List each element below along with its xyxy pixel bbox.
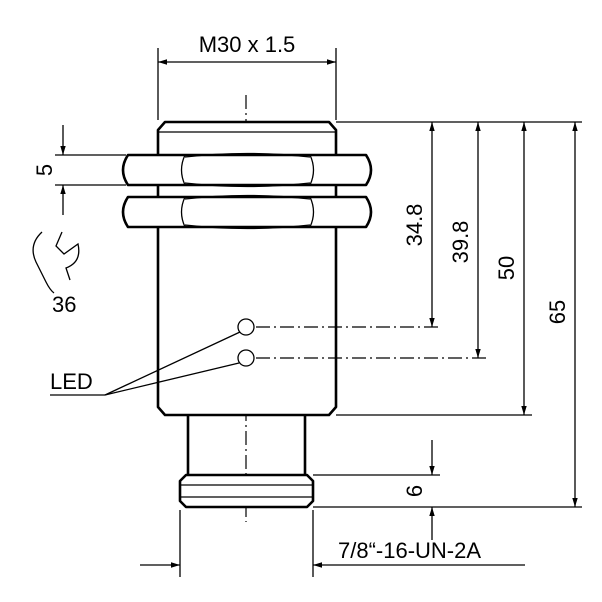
- connector-flange: [178, 473, 315, 509]
- body-length-label: 50: [494, 256, 519, 280]
- led-callout: LED: [50, 331, 241, 396]
- nut-thickness-label: 5: [32, 164, 57, 176]
- hex-nut-bottom: [121, 194, 373, 230]
- wrench-icon: 36: [32, 231, 80, 317]
- height-dimensions: 34.8 39.8 50 65 6: [313, 121, 582, 540]
- led-label: LED: [50, 369, 93, 394]
- led2-distance-label: 39.8: [448, 221, 473, 264]
- connector-height-label: 6: [402, 485, 427, 497]
- thread-label: M30 x 1.5: [199, 32, 296, 57]
- connector-thread-label: 7/8“-16-UN-2A: [338, 538, 481, 563]
- led1-distance-label: 34.8: [402, 204, 427, 247]
- thread-dimension: M30 x 1.5: [157, 32, 337, 120]
- connector-thread-dimension: 7/8“-16-UN-2A: [140, 510, 525, 577]
- hex-nut-top: [121, 152, 373, 188]
- led-2: [237, 349, 255, 367]
- total-length-label: 65: [545, 300, 570, 324]
- nut-thickness-dimension: 5: [32, 125, 126, 215]
- led-1: [237, 318, 255, 336]
- connector-neck: [186, 415, 307, 475]
- wrench-size-label: 36: [52, 292, 76, 317]
